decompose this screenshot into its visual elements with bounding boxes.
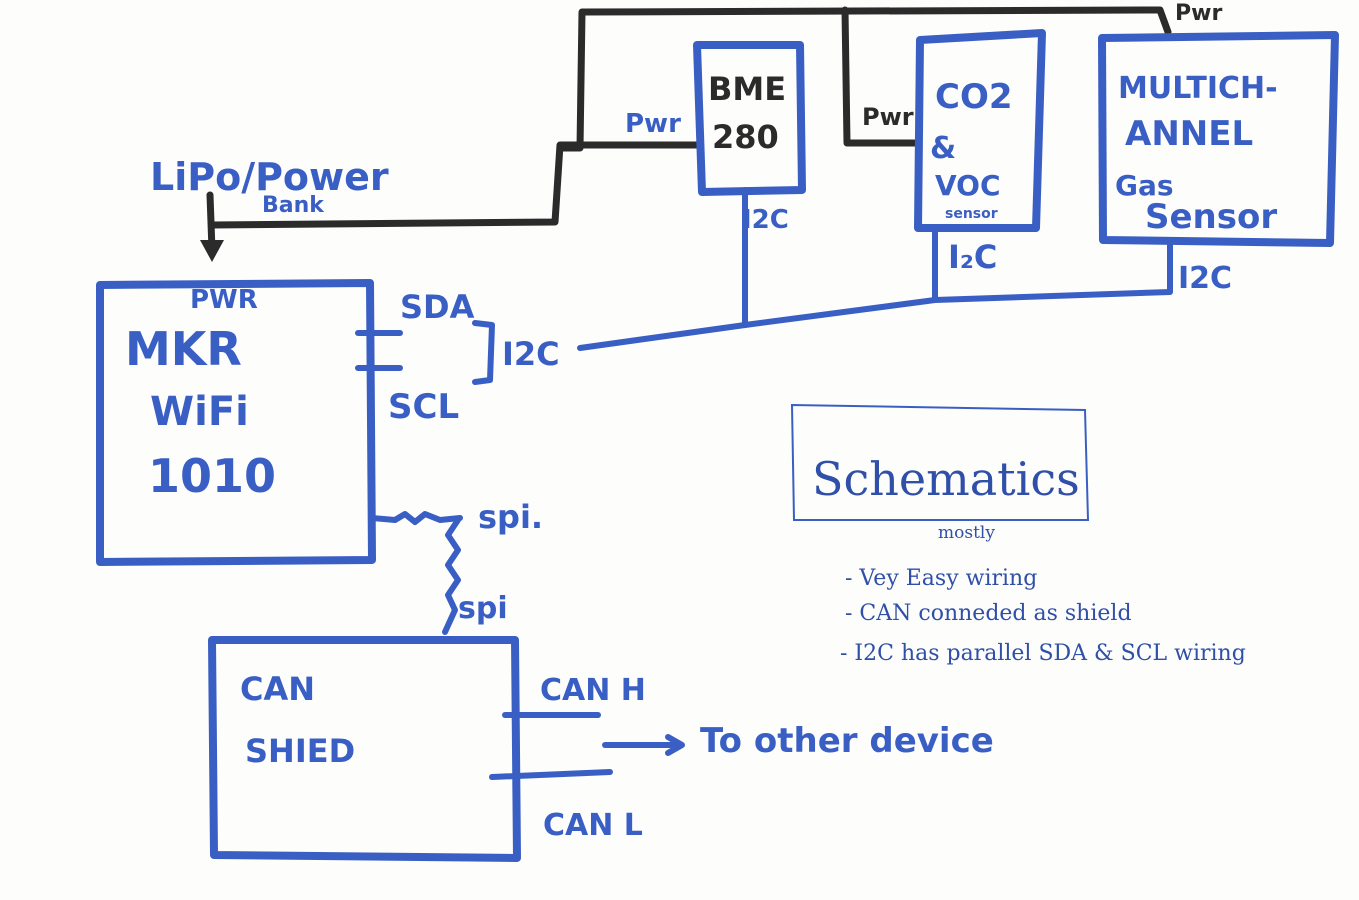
multichannel-gas-box — [1098, 31, 1339, 247]
power-wire-to-bme — [208, 141, 704, 229]
multichannel-title-line2: ANNEL — [1125, 114, 1253, 154]
i2c-bracket — [472, 320, 495, 385]
bme-title-line2: 280 — [712, 118, 779, 156]
schematics-title: Schematics — [812, 452, 1080, 506]
spi-label-bottom: spi — [458, 591, 508, 626]
co2-sensor-box — [914, 29, 1046, 232]
i2c-bus-to-bme — [577, 187, 748, 351]
power-source-label-1: LiPo/Power — [150, 155, 389, 199]
mkr-pwr-label: PWR — [190, 285, 258, 315]
note-bullet-3: - I2C has parallel SDA & SCL wiring — [840, 641, 1246, 666]
schematics-subtitle: mostly — [938, 523, 995, 543]
power-trunk-wire — [556, 6, 1172, 152]
to-other-device-label: To other device — [700, 721, 994, 761]
multichannel-i2c-label: I2C — [1178, 261, 1232, 296]
co2-title-line2: & — [930, 131, 956, 166]
mkr-title-line1: MKR — [125, 322, 242, 376]
mkr-title-line2: WiFi — [150, 389, 249, 435]
schematics-title-box — [790, 403, 1090, 521]
can-l-label: CAN L — [543, 808, 643, 843]
scl-label: SCL — [388, 387, 459, 427]
co2-title-line4: sensor — [945, 206, 998, 222]
spi-label-top: spi. — [478, 498, 543, 536]
bme-title-line1: BME — [708, 70, 786, 108]
i2c-bus-to-co2 — [742, 225, 938, 328]
mkr-title-line3: 1010 — [148, 449, 276, 503]
co2-title-line3: VOC — [935, 169, 1001, 202]
power-source-label-2: Bank — [262, 193, 325, 218]
can-title-line1: CAN — [240, 670, 315, 708]
bme-i2c-label: I2C — [742, 205, 789, 235]
schematics-note: Schematics mostly - Vey Easy wiring - CA… — [790, 403, 1246, 666]
i2c-bus-to-multichannel — [932, 237, 1173, 303]
can-h-label: CAN H — [540, 673, 646, 708]
bme-pwr-label: Pwr — [625, 109, 681, 139]
note-bullet-1: - Vey Easy wiring — [845, 566, 1037, 591]
mkr-board-box — [96, 279, 376, 566]
multichannel-title-line3: Gas — [1115, 169, 1174, 202]
to-device-arrowhead-icon — [665, 734, 685, 756]
spi-wire-mkr — [369, 511, 463, 525]
power-wiring — [206, 6, 1172, 254]
co2-i2c-label: I₂C — [948, 238, 997, 276]
i2c-bus-label: I2C — [502, 335, 560, 373]
co2-title-line1: CO2 — [935, 77, 1013, 117]
multichannel-title-line4: Sensor — [1145, 197, 1277, 237]
can-title-line2: SHIED — [245, 732, 355, 770]
co2-pwr-label: Pwr — [862, 103, 914, 131]
note-bullet-2: - CAN conneded as shield — [845, 601, 1132, 626]
can-l-pin-line — [489, 769, 613, 780]
power-wire-to-co2 — [841, 6, 922, 147]
power-arrowhead-icon — [200, 240, 224, 262]
sda-label: SDA — [400, 288, 475, 326]
multichannel-pwr-label: Pwr — [1175, 1, 1222, 26]
can-shield-box — [208, 636, 521, 862]
multichannel-title-line1: MULTICH- — [1118, 71, 1278, 106]
bme280-box — [693, 41, 806, 196]
spi-wire-can — [442, 517, 461, 635]
